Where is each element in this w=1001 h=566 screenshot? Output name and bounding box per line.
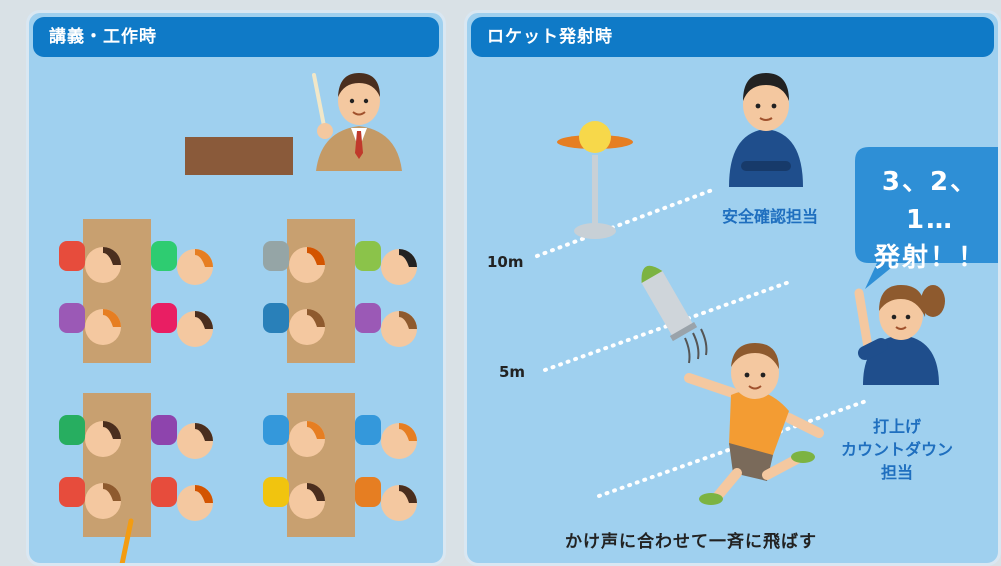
rocket-launch-panel: ロケット発射時 xyxy=(464,10,1001,566)
rocket xyxy=(641,265,698,342)
student-figure xyxy=(355,415,417,459)
speech-bubble xyxy=(855,147,998,289)
rocket-panel-title: ロケット発射時 xyxy=(471,17,994,57)
launch-illustration xyxy=(535,73,998,505)
student-figure xyxy=(263,241,325,283)
student-figure xyxy=(151,477,213,521)
countdown-role-line3: 担当 xyxy=(880,463,913,482)
lecture-panel: 講義・工作時 xyxy=(26,10,446,566)
countdown-officer-figure xyxy=(854,285,945,385)
student-figure xyxy=(355,241,417,285)
line-5m xyxy=(543,279,794,372)
countdown-role-line2: カウントダウン xyxy=(840,440,953,459)
motion-lines xyxy=(684,328,708,364)
student-figure xyxy=(59,477,121,519)
launch-caption: かけ声に合わせて一斉に飛ばす xyxy=(565,532,817,552)
classroom-illustration xyxy=(59,73,417,563)
student-figure xyxy=(151,303,213,347)
student-figure xyxy=(59,415,121,457)
safety-role-label: 安全確認担当 xyxy=(721,207,818,226)
distance-label-5m: 5m xyxy=(499,363,526,381)
distance-label-10m: 10m xyxy=(487,253,524,271)
student-figure xyxy=(263,303,325,345)
student-figure xyxy=(151,415,213,459)
student-figure xyxy=(263,415,325,457)
teacher-figure xyxy=(316,73,402,171)
student-figure xyxy=(59,303,121,345)
countdown-role-line1: 打上げ xyxy=(872,417,921,436)
lecture-panel-title: 講義・工作時 xyxy=(33,17,439,57)
speech-line-countdown: 3、2、1… xyxy=(881,167,979,235)
speech-line-launch: 発射！！ xyxy=(873,243,986,273)
student-figure xyxy=(59,241,121,283)
running-child-figure xyxy=(684,343,824,505)
line-10m xyxy=(535,187,717,258)
student-figure xyxy=(263,477,325,519)
pointer-stick xyxy=(312,73,327,133)
student-figure xyxy=(355,477,417,521)
target-marker xyxy=(557,121,633,239)
speech-bubble-text: 3、2、1… 発射！！ xyxy=(859,163,998,277)
student-figure xyxy=(151,241,213,285)
teacher-desk xyxy=(185,137,293,175)
countdown-role-label: 打上げ カウントダウン 担当 xyxy=(837,415,957,484)
safety-officer-figure xyxy=(729,73,803,187)
student-figure xyxy=(355,303,417,347)
